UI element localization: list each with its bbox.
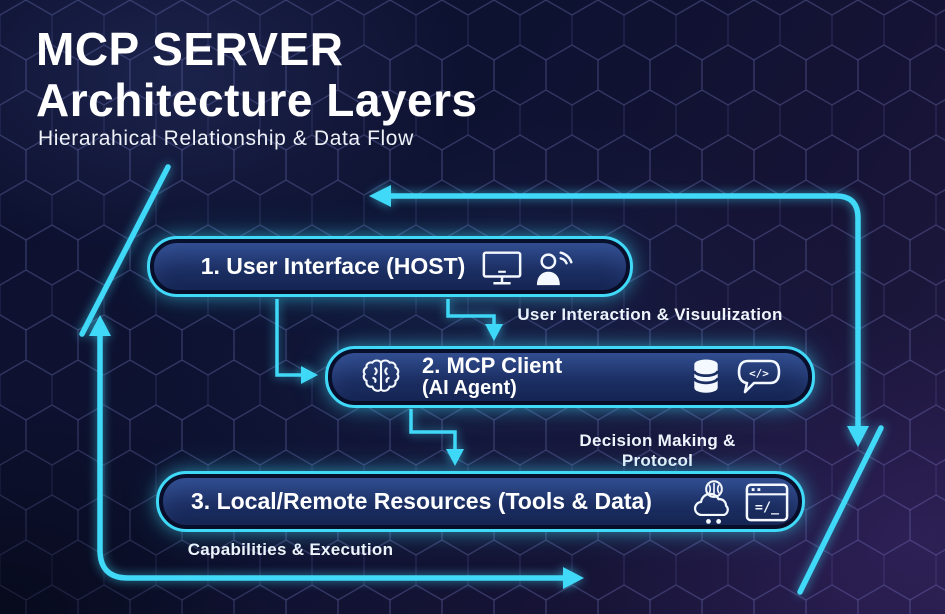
arrowhead-right-bottom xyxy=(563,567,584,589)
user-signal-icon xyxy=(537,250,573,285)
page-title: MCP SERVER Architecture Layers xyxy=(36,24,478,125)
layer-box-resources: 3. Local/Remote Resources (Tools & Data)… xyxy=(156,471,805,532)
title-line-2: Architecture Layers xyxy=(36,73,478,126)
layer2-icons: </> xyxy=(688,356,782,398)
layer-box-user-interface: 1. User Interface (HOST) xyxy=(147,236,633,297)
arrowhead-down-right xyxy=(847,426,869,447)
arrowhead-into-client-left xyxy=(301,366,318,384)
arrow-left-loop xyxy=(97,329,567,581)
cloud-ai-icon xyxy=(693,479,729,524)
layer2-label-line1: 2. MCP Client xyxy=(422,353,563,379)
brain-icon xyxy=(362,359,400,392)
code-chat-icon: </> xyxy=(737,359,781,394)
flow-label-decision: Decision Making & Protocol xyxy=(579,431,736,470)
flow-label-interaction: User Interaction & Visuulization xyxy=(517,305,783,324)
arrowhead-into-resources xyxy=(446,449,464,466)
arrowhead-up-left xyxy=(89,315,111,336)
connector-client-to-resources xyxy=(409,409,457,452)
title-line-1: MCP SERVER xyxy=(36,23,344,75)
layer1-label: 1. User Interface (HOST) xyxy=(200,253,466,279)
page-subtitle: Hierarahical Relationship & Data Flow xyxy=(38,127,414,150)
connector-ui-to-client-top xyxy=(446,299,496,327)
layer2-left-group: 2. MCP Client (AI Agent) xyxy=(358,354,562,399)
terminal-glyph: =/_ xyxy=(755,500,780,515)
layer3-label: 3. Local/Remote Resources (Tools & Data) xyxy=(191,488,652,514)
layer1-icons xyxy=(481,246,579,288)
arrow-top-return xyxy=(385,193,861,431)
line-left-diagonal xyxy=(79,164,171,337)
monitor-icon xyxy=(482,250,522,284)
arrowhead-left xyxy=(369,185,391,207)
code-glyph: </> xyxy=(749,367,769,380)
arrowhead-into-client-top xyxy=(485,324,503,341)
layer-box-mcp-client: 2. MCP Client (AI Agent) </> xyxy=(325,346,815,408)
layer2-label: 2. MCP Client (AI Agent) xyxy=(422,354,562,399)
database-icon xyxy=(692,359,720,393)
layer3-icons: =/_ xyxy=(690,477,790,527)
layer2-label-line2: (AI Agent) xyxy=(422,377,517,400)
flow-label-capabilities: Capabilities & Execution xyxy=(187,540,394,559)
terminal-window-icon: =/_ xyxy=(745,483,789,521)
line-right-diagonal xyxy=(797,425,884,595)
connector-ui-to-client-left xyxy=(275,299,303,377)
